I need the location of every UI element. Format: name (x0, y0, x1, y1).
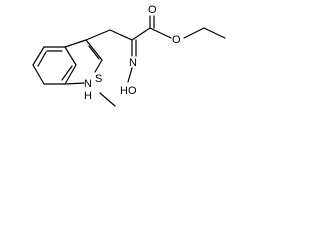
chemical-structure: O O N HO N H S (32, 4, 226, 107)
side-chain (85, 15, 226, 83)
indole-nitrogen-label: N (84, 78, 92, 90)
pyrrole-ring (64, 39, 103, 85)
indole-hydrogen-label: H (84, 90, 92, 102)
ester-oxygen-label: O (172, 34, 181, 46)
sulfur-label: S (95, 73, 102, 85)
carbonyl-oxygen-label: O (148, 4, 157, 16)
thioether (99, 92, 116, 107)
hydroxyl-label: HO (120, 85, 137, 97)
imine-nitrogen-label: N (129, 57, 137, 69)
benzene-ring (32, 46, 77, 85)
